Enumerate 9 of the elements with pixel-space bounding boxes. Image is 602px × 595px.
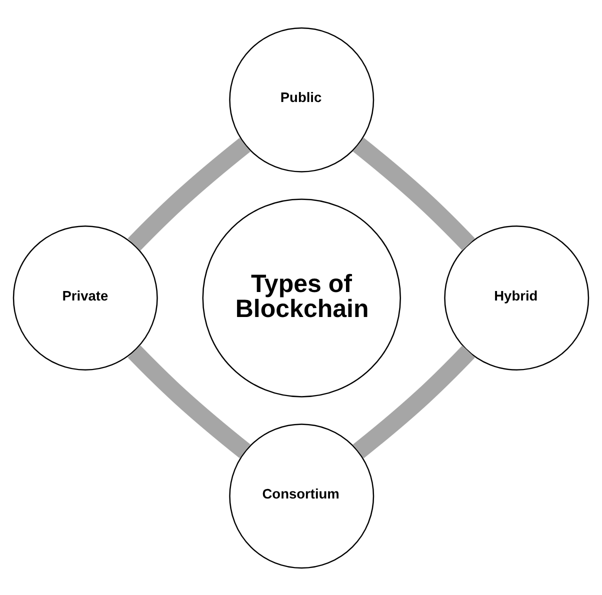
connector [128,344,250,458]
node-circle: Hybrid [444,225,590,370]
node-circle: Public [229,26,374,172]
node-circle: Consortium [229,423,374,568]
node-circle: Private [12,225,158,370]
connector [352,344,475,458]
connector [128,137,250,250]
connector [352,137,475,250]
node-circle: Types of Blockchain [202,198,401,397]
